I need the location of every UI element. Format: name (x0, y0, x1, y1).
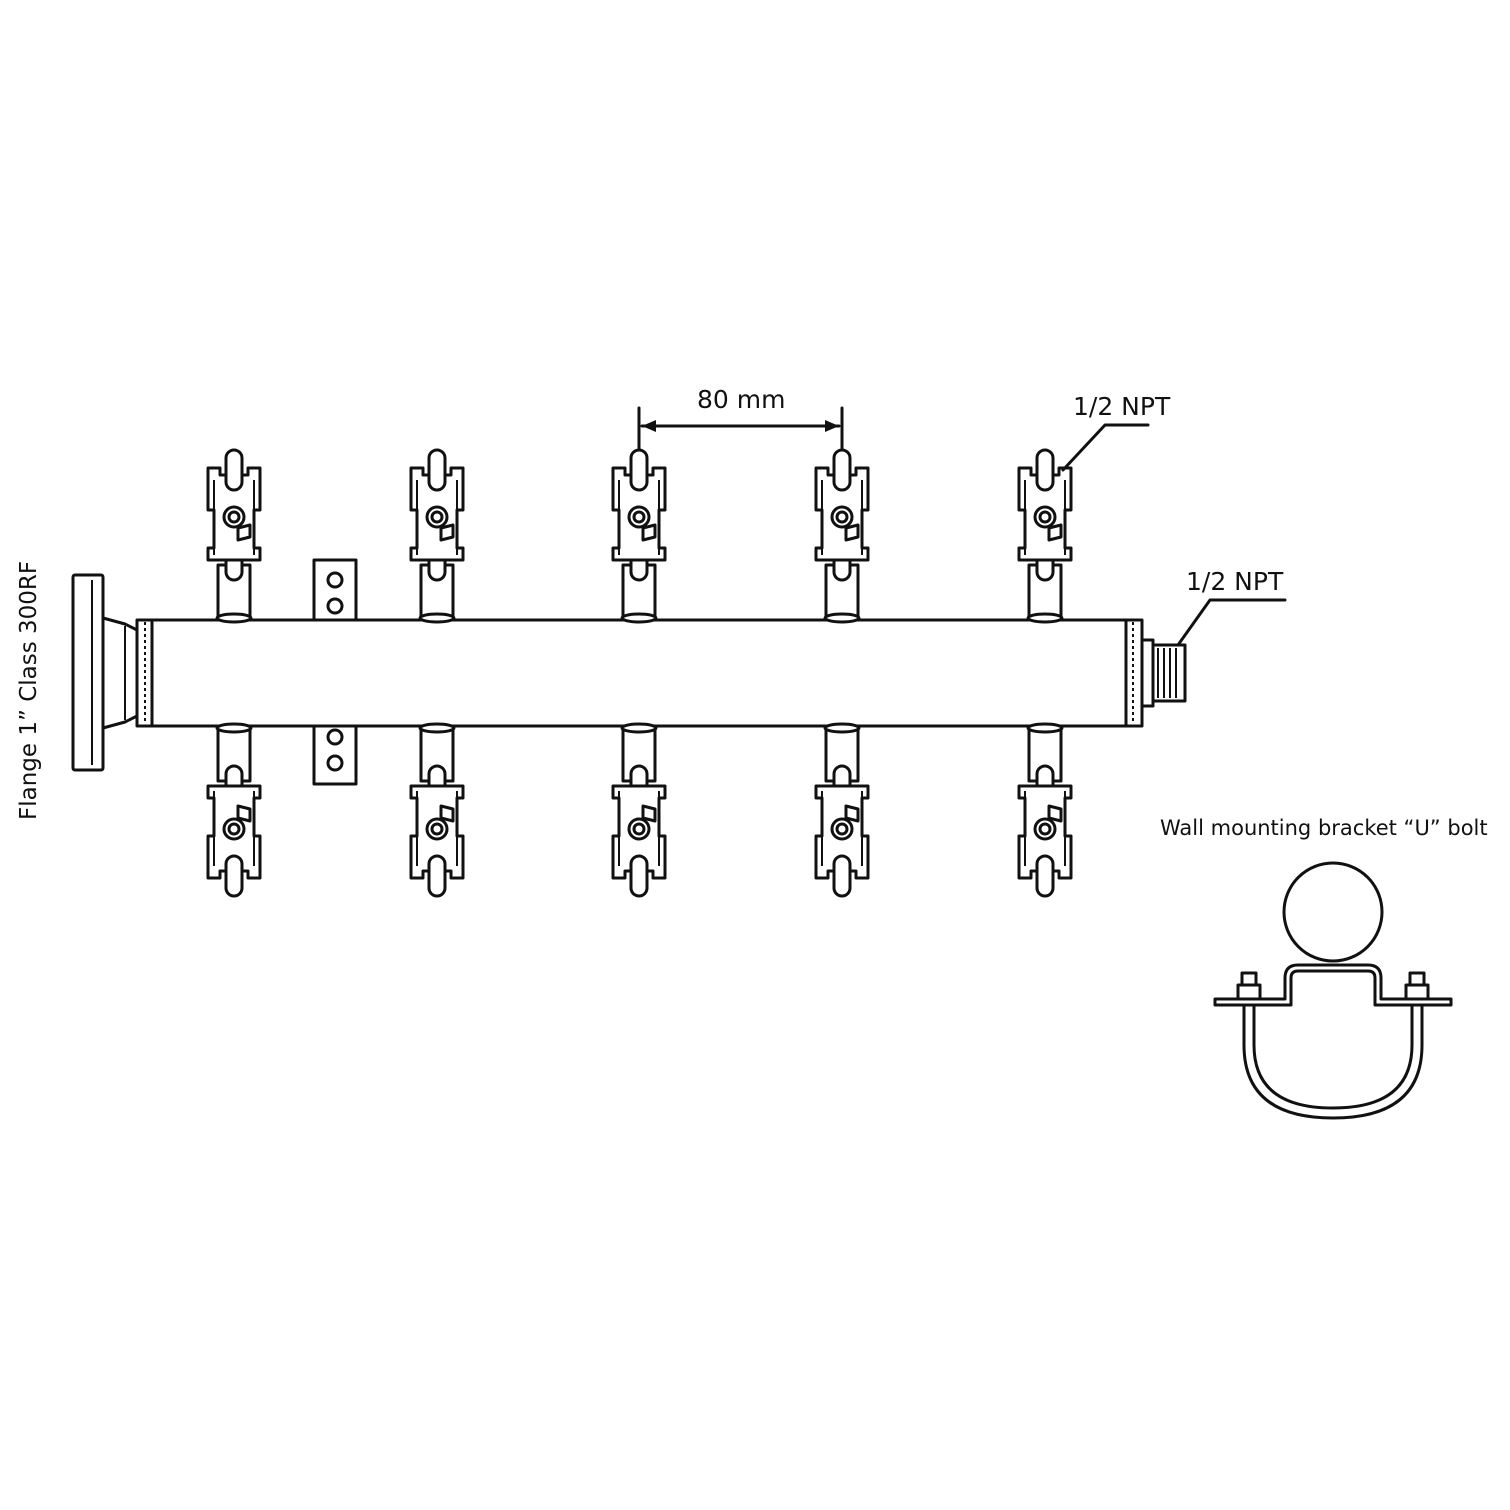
leader-end-outlet (1176, 598, 1287, 647)
inlet-flange (71, 573, 139, 772)
spacing-label: 80 mm (697, 385, 786, 414)
valve-bottom-2 (409, 722, 465, 898)
u-bolt-bracket-detail (1213, 861, 1453, 1120)
valve-top-3 (611, 448, 667, 624)
end-outlet-label: 1/2 NPT (1186, 567, 1284, 596)
header-pipe (135, 618, 1144, 728)
valve-bottom-3 (611, 722, 667, 898)
valve-top-4 (814, 448, 870, 624)
valve-bottom-4 (814, 722, 870, 898)
bracket-caption: Wall mounting bracket “U” bolt (1160, 816, 1488, 840)
end-outlet-fitting (1140, 638, 1187, 708)
mounting-plate-bottom (312, 724, 358, 786)
spacing-dimension (637, 406, 844, 450)
valve-top-1 (206, 448, 262, 624)
valve-bottom-1 (206, 722, 262, 898)
top-outlet-label: 1/2 NPT (1073, 392, 1171, 421)
valve-top-2 (409, 448, 465, 624)
valve-top-5 (1017, 448, 1073, 624)
leader-top-outlet (1061, 423, 1150, 472)
inlet-flange-label: Flange 1” Class 300RF (16, 560, 42, 820)
valve-bottom-5 (1017, 722, 1073, 898)
mounting-plate-top (312, 558, 358, 622)
